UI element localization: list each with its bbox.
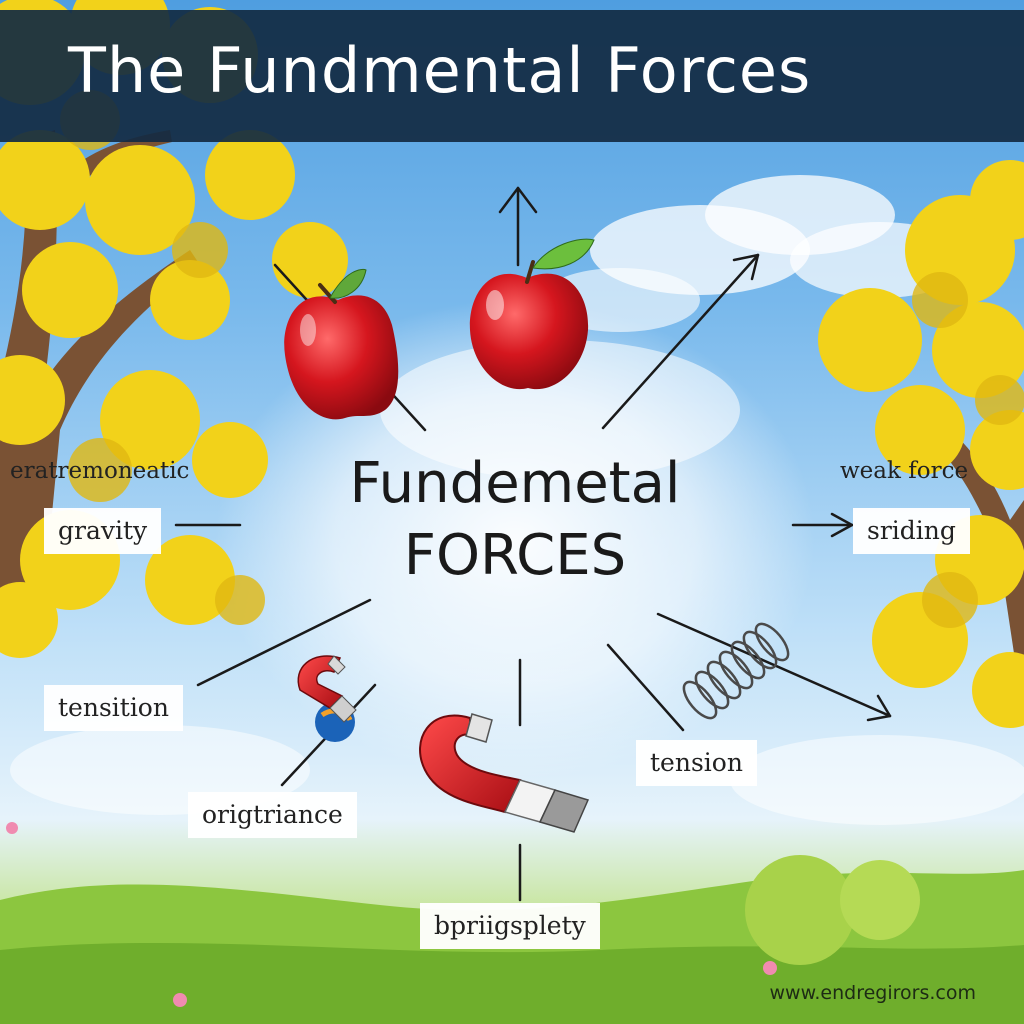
arrow-icon [791,512,854,538]
connector-line [606,643,685,732]
right-tree [818,160,1024,728]
magnet-icon [419,713,590,833]
center-title: Fundemetal FORCES [290,448,740,592]
apple-icon [284,268,399,420]
arrow-icon [656,612,892,722]
arrows [498,186,892,722]
arrow-icon [601,253,760,430]
title-banner [0,10,1024,142]
apple-icon [469,238,595,390]
center-title-line1: Fundemetal [349,451,681,516]
label-eratremoneatic: eratremoneatic [10,458,190,484]
center-glow [215,300,815,780]
label-sriding: sriding [853,508,970,554]
arrow-icon [498,186,538,267]
label-tensition: tensition [44,685,183,731]
spring-icon [682,622,790,720]
center-title-line2: FORCES [403,523,627,588]
watermark: www.endregirors.com [769,982,976,1004]
label-origtriance: origtriance [188,792,357,838]
label-weak-force: weak force [840,458,969,484]
magnet-icon [297,655,357,742]
page-title: The Fundmental Forces [68,34,812,107]
connector-line [196,598,372,687]
label-gravity: gravity [44,508,162,554]
label-bpriigsplety: bpriigsplety [420,903,600,949]
label-tension: tension [636,740,757,786]
